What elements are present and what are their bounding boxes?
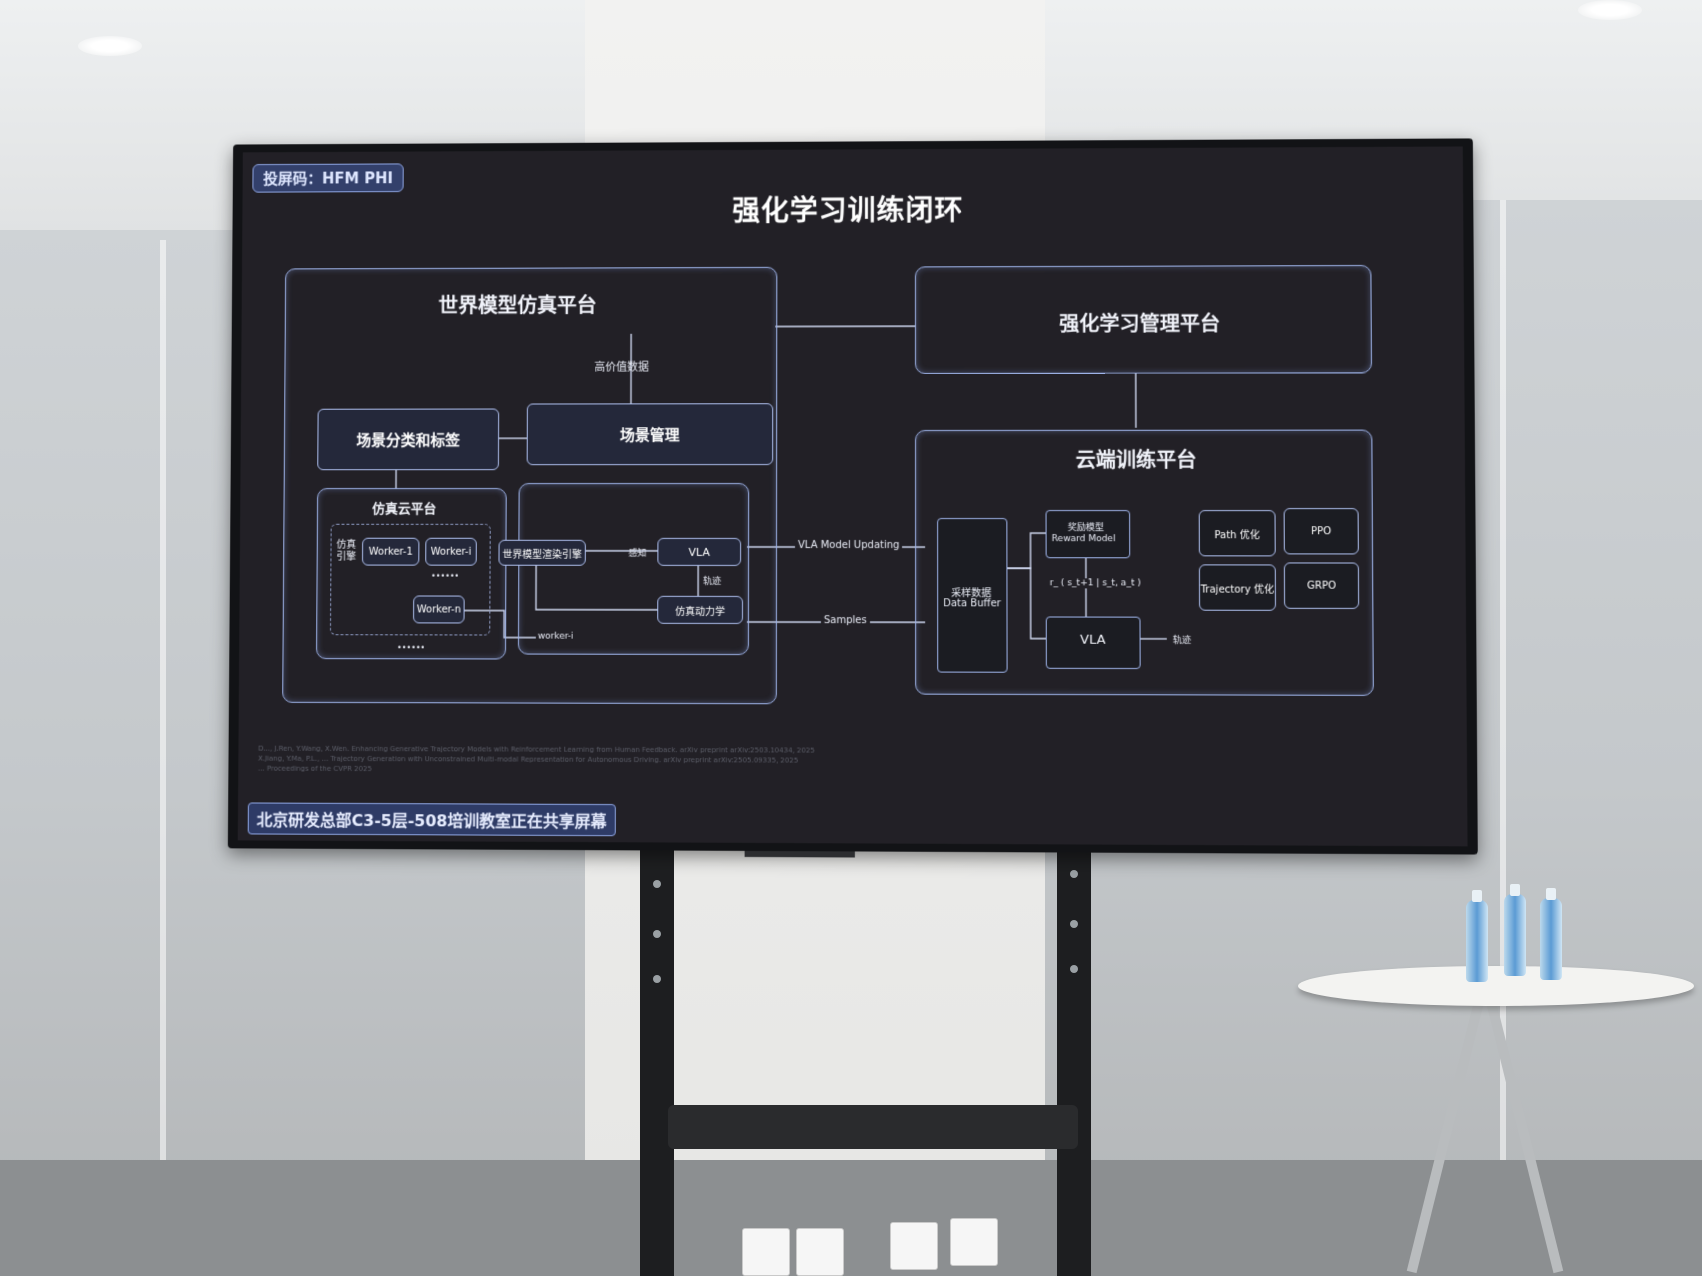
render-loop-box: [517, 483, 750, 656]
wall-outlet: [796, 1228, 844, 1276]
stand-bolt: [1070, 920, 1078, 928]
data-buffer-label-cn: 采样数据: [951, 588, 992, 600]
vla-model-updating-label: VLA Model Updating: [794, 539, 903, 552]
perceive-label: 感知: [628, 548, 647, 559]
rl-management-title: 强化学习管理平台: [1059, 311, 1221, 336]
water-bottle: [1504, 884, 1526, 976]
ceiling-light: [78, 36, 142, 56]
water-bottle: [1466, 890, 1488, 982]
round-table: [1298, 966, 1694, 1006]
screen-sharing-banner: 北京研发总部C3-5层-508培训教室正在共享屏幕: [247, 802, 616, 837]
ppo-box: PPO: [1283, 508, 1359, 555]
wall-outlet: [890, 1222, 938, 1270]
reward-model-label-en: Reward Model: [1051, 534, 1116, 545]
stand-shelf: [668, 1105, 1078, 1149]
worker-n-box: Worker-n: [413, 595, 465, 624]
wall-outlet: [950, 1218, 998, 1266]
stand-bolt: [653, 880, 661, 888]
worker-1-box: Worker-1: [361, 537, 420, 566]
reward-formula: r_ ( s_t+1 | s_t, a_t ): [1047, 578, 1143, 589]
sim-dynamics-box: 仿真动力学: [657, 595, 744, 624]
slide-screen: 投屏码：HFM PHI 强化学习训练闭环 世界模型仿真平台 高价值数据 场景分类…: [237, 146, 1468, 847]
floor: [0, 1160, 1702, 1276]
worker-i-label: worker-i: [537, 631, 574, 642]
trajectory-label-sim: 轨迹: [703, 576, 722, 587]
scene-classify-box: 场景分类和标签: [317, 408, 500, 471]
path-opt-box: Path 优化: [1198, 510, 1276, 557]
tv-camera-bar: [744, 850, 855, 858]
scene-management-box: 场景管理: [526, 403, 774, 466]
water-bottle: [1540, 888, 1562, 980]
cloud-training-title: 云端训练平台: [1075, 447, 1197, 472]
high-value-data-label: 高价值数据: [594, 360, 649, 374]
vla-box-sim: VLA: [657, 537, 742, 566]
wall-outlet: [742, 1228, 790, 1276]
connector-lines: [238, 146, 1468, 846]
tv-display: 投屏码：HFM PHI 强化学习训练闭环 世界模型仿真平台 高价值数据 场景分类…: [227, 138, 1478, 858]
ceiling-light: [1578, 0, 1642, 20]
stand-bolt: [653, 930, 661, 938]
samples-label: Samples: [820, 615, 870, 627]
sim-cloud-ellipsis: ••••••: [397, 643, 426, 653]
stand-bolt: [1070, 965, 1078, 973]
world-model-render-engine-box: 世界模型渲染引擎: [498, 539, 586, 566]
glass-mullion: [160, 240, 166, 1160]
tv-stand-post-right: [1057, 840, 1091, 1276]
vla-box-cloud-label: VLA: [1080, 632, 1106, 648]
data-buffer-label-en: Data Buffer: [943, 598, 1001, 610]
trajectory-opt-box: Trajectory 优化: [1198, 564, 1276, 611]
sim-cloud-title: 仿真云平台: [372, 501, 437, 517]
worker-i-box: Worker-i: [425, 537, 477, 566]
glass-mullion: [1500, 200, 1506, 1160]
grpo-box: GRPO: [1283, 562, 1360, 609]
stand-bolt: [1070, 870, 1078, 878]
world-model-title: 世界模型仿真平台: [438, 293, 597, 318]
stand-bolt: [653, 975, 661, 983]
trajectory-label-cloud: 轨迹: [1172, 635, 1192, 646]
workers-ellipsis: ••••••: [431, 571, 460, 581]
tv-stand-post-left: [640, 850, 674, 1276]
sim-engine-label: 仿真引擎: [336, 539, 357, 563]
reference-3: ... Proceedings of the CVPR 2025: [257, 764, 372, 774]
reward-model-label-cn: 奖励模型: [1067, 523, 1104, 534]
